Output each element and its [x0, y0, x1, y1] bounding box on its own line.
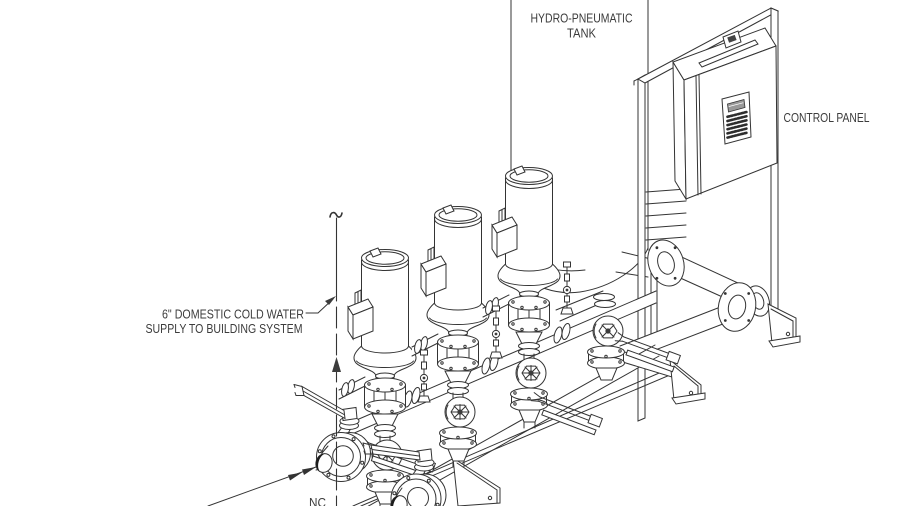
svg-text:SUPPLY TO BUILDING SYSTEM: SUPPLY TO BUILDING SYSTEM: [146, 321, 303, 336]
svg-text:TANK: TANK: [567, 26, 596, 41]
svg-text:NC: NC: [309, 495, 326, 506]
svg-text:6" DOMESTIC COLD WATER: 6" DOMESTIC COLD WATER: [162, 307, 304, 322]
svg-text:CONTROL PANEL: CONTROL PANEL: [784, 110, 870, 125]
svg-text:HYDRO-PNEUMATIC: HYDRO-PNEUMATIC: [531, 11, 633, 26]
